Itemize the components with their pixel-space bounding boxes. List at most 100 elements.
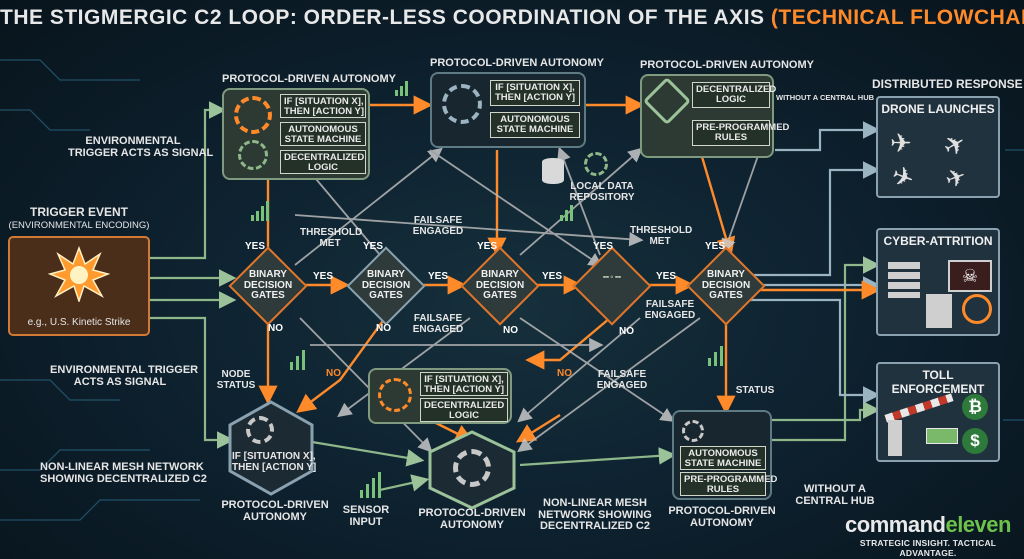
gate-1-label: BINARY DECISION GATES <box>243 269 293 301</box>
decentralized-logic-box: DECENTRALIZED LOGIC <box>420 398 508 422</box>
gate-5-label: BINARY DECISION GATES <box>701 269 751 301</box>
top-left-panel-title: PROTOCOL-DRIVEN AUTONOMY <box>222 73 396 85</box>
rule-text: IF [SITUATION X], THEN [ACTION Y] <box>232 451 316 473</box>
yes-label: YES <box>477 241 498 252</box>
circuit-traces <box>0 59 1024 521</box>
yes-label: YES <box>656 271 677 282</box>
server-icon <box>888 262 920 298</box>
bottom-mid-title: PROTOCOL-DRIVEN AUTONOMY <box>418 507 526 531</box>
page-title: THE STIGMERGIC C2 LOOP: ORDER-LESS COORD… <box>0 6 1024 30</box>
failsafe-engaged-label: FAILSAFE ENGAGED <box>412 313 464 335</box>
top-left-autonomy-panel: IF [SITUATION X], THEN [ACTION Y] AUTONO… <box>222 88 370 180</box>
skull-icon: ☠ <box>948 260 992 292</box>
no-label-orange: NO <box>326 368 341 379</box>
coin-icon: $ <box>962 428 988 454</box>
decentralized-logic-box: DECENTRALIZED LOGIC <box>692 82 776 108</box>
decentralized-logic-box: DECENTRALIZED LOGIC <box>280 150 366 174</box>
trigger-event-box: e.g., U.S. Kinetic Strike <box>8 236 150 336</box>
orange-flows <box>258 95 881 443</box>
threshold-met-label: THRESHOLD MET <box>300 227 363 249</box>
yes-label: YES <box>428 271 449 282</box>
toll-enforcement-box: TOLL ENFORCEMENT ₿ $ <box>876 362 1000 462</box>
trigger-heading: TRIGGER EVENT <box>29 205 128 219</box>
bug-search-icon <box>962 294 992 324</box>
threshold-met-label: THRESHOLD MET <box>630 225 693 247</box>
chip-icon <box>642 76 692 126</box>
failsafe-engaged-label: FAILSAFE ENGAGED <box>596 369 648 391</box>
plane-icon: ✈ <box>941 162 971 195</box>
no-label: NO <box>268 323 283 334</box>
no-label: NO <box>376 323 391 334</box>
mesh-network-label-left: NON-LINEAR MESH NETWORK SHOWING DECENTRA… <box>40 461 207 485</box>
title-main: THE STIGMERGIC C2 LOOP: ORDER-LESS COORD… <box>0 6 765 29</box>
gear-icon <box>246 416 274 444</box>
status-label: STATUS <box>735 385 775 396</box>
bottom-left-title: PROTOCOL-DRIVEN AUTONOMY <box>221 499 329 523</box>
pre-programmed-rules-box: PRE-PROGRAMMED RULES <box>692 120 789 146</box>
bottom-right-title: PROTOCOL-DRIVEN AUTONOMY <box>668 505 776 529</box>
without-central-hub-top: WITHOUT A CENTRAL HUB <box>776 93 875 102</box>
yes-label: YES <box>313 271 334 282</box>
failsafe-engaged-label: FAILSAFE ENGAGED <box>644 299 696 321</box>
toll-booth-icon <box>888 420 902 456</box>
drone-launches-box: DRONE LAUNCHES ✈ ✈ ✈ ✈ <box>876 96 1000 198</box>
yes-label: YES <box>542 271 563 282</box>
top-right-autonomy-panel: DECENTRALIZED LOGIC PRE-PROGRAMMED RULES <box>640 74 789 158</box>
blue-flows <box>745 121 881 404</box>
trigger-subheading: (ENVIRONMENTAL ENCODING) <box>8 220 150 231</box>
sensor-input-label: SENSOR INPUT <box>342 504 390 528</box>
brand-name-a: command <box>845 512 946 537</box>
signal-bars <box>251 81 723 498</box>
green-flows <box>150 101 881 492</box>
bitcoin-icon: ₿ <box>962 394 988 420</box>
cash-icon <box>926 428 958 444</box>
node-status-label: NODE STATUS <box>216 369 256 391</box>
mesh-network-label-bottom: NON-LINEAR MESH NETWORK SHOWING DECENTRA… <box>538 497 652 533</box>
document-icon <box>926 294 952 328</box>
state-machine-box: AUTONOMOUS STATE MACHINE <box>490 112 580 138</box>
yes-label: YES <box>363 241 384 252</box>
plane-icon: ✈ <box>937 126 972 164</box>
cyber-attrition-label: CYBER-ATTRITION <box>883 234 993 248</box>
rule-box: IF [SITUATION X], THEN [ACTION Y] <box>420 372 508 396</box>
pre-programmed-rules-box: PRE-PROGRAMMED RULES <box>680 472 777 496</box>
local-data-repository-label: LOCAL DATA REPOSITORY <box>569 181 635 203</box>
no-label: NO <box>619 326 634 337</box>
center-autonomy-panel: IF [SITUATION X], THEN [ACTION Y] DECENT… <box>368 368 512 424</box>
title-sub: (TECHNICAL FLOWCHART) <box>770 6 1024 29</box>
yes-label: YES <box>593 241 614 252</box>
toll-enforcement-label: TOLL ENFORCEMENT <box>891 368 985 396</box>
plane-icon: ✈ <box>887 159 919 195</box>
brand-name-b: eleven <box>945 512 1011 537</box>
yes-label: YES <box>705 241 726 252</box>
cyber-attrition-box: CYBER-ATTRITION ☠ <box>876 228 1000 336</box>
failsafe-engaged-label: FAILSAFE ENGAGED <box>412 215 464 237</box>
gear-icon <box>682 420 704 442</box>
brand-tagline: STRATEGIC INSIGHT. TACTICAL ADVANTAGE. <box>859 538 997 558</box>
bottom-left-node-hex <box>228 400 314 496</box>
gate-3-label: BINARY DECISION GATES <box>475 269 525 301</box>
env-trigger-label-bottom: ENVIRONMENTAL TRIGGER ACTS AS SIGNAL <box>50 364 199 388</box>
network-gear-icon <box>584 152 608 176</box>
rule-box: IF [SITUATION X], THEN [ACTION Y] <box>490 80 580 106</box>
without-central-hub-bottom: WITHOUT A CENTRAL HUB <box>795 483 875 507</box>
drone-icon: ✈ <box>890 128 912 158</box>
no-label-orange: NO <box>557 368 572 379</box>
brand-logo: commandeleven STRATEGIC INSIGHT. TACTICA… <box>838 512 1018 558</box>
state-machine-box: AUTONOMOUS STATE MACHINE <box>280 122 366 146</box>
gate-2-label: BINARY DECISION GATES <box>361 269 411 301</box>
drone-launches-label: DRONE LAUNCHES <box>881 102 995 116</box>
gear-icon <box>442 84 482 124</box>
database-icon <box>542 158 564 184</box>
yes-label: YES <box>245 241 266 252</box>
gear-icon <box>453 449 491 487</box>
env-trigger-label-top: ENVIRONMENTAL TRIGGER ACTS AS SIGNAL <box>68 135 214 159</box>
gate-4-circuit: ⋯◦⋯ <box>602 273 622 284</box>
top-mid-autonomy-panel: IF [SITUATION X], THEN [ACTION Y] AUTONO… <box>430 72 586 148</box>
bottom-right-autonomy-panel: AUTONOMOUS STATE MACHINE PRE-PROGRAMMED … <box>672 410 777 500</box>
explosion-icon <box>48 246 110 302</box>
trigger-example: e.g., U.S. Kinetic Strike <box>27 317 131 328</box>
gear-icon <box>234 96 272 134</box>
top-right-panel-title: PROTOCOL-DRIVEN AUTONOMY <box>640 59 814 71</box>
